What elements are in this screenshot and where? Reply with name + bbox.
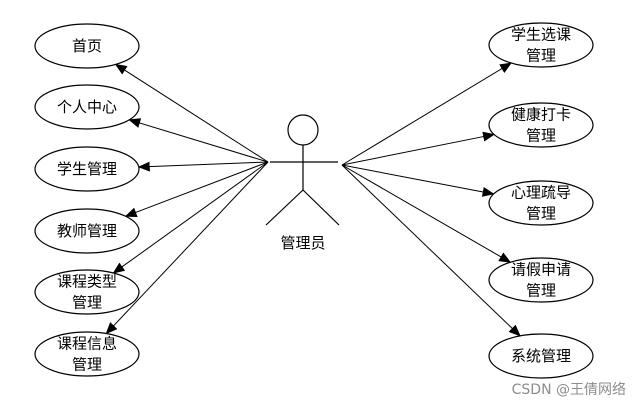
use-case-ellipse xyxy=(34,269,140,315)
association-arrow-health-checkin-mgmt xyxy=(341,131,496,166)
association-arrow-counseling-mgmt xyxy=(341,164,495,197)
use-case-home: 首页 xyxy=(34,23,140,69)
association-arrow-leave-request-mgmt xyxy=(341,164,512,263)
actor-head xyxy=(287,114,319,146)
use-case-ellipse xyxy=(488,180,594,226)
use-case-system-mgmt: 系统管理 xyxy=(488,333,594,379)
use-case-ellipse xyxy=(34,23,140,69)
use-case-ellipse xyxy=(34,331,140,377)
use-case-label: 课程信息 xyxy=(57,335,117,353)
use-case-label: 管理 xyxy=(526,282,556,300)
use-case-label: 系统管理 xyxy=(511,347,571,365)
use-case-label: 学生管理 xyxy=(57,160,117,178)
use-case-ellipse xyxy=(488,22,594,68)
use-case-ellipse xyxy=(488,333,594,379)
association-arrow-student-mgmt xyxy=(137,161,269,172)
use-case-ellipse xyxy=(34,146,140,192)
use-case-teacher-mgmt: 教师管理 xyxy=(34,208,140,254)
use-case-label: 心理疏导 xyxy=(511,184,571,202)
actor-left-leg xyxy=(265,189,304,226)
use-case-label: 课程类型 xyxy=(57,273,117,291)
use-case-ellipse xyxy=(34,208,140,254)
association-arrow-system-mgmt xyxy=(341,164,521,337)
use-case-label: 管理 xyxy=(526,127,556,145)
use-case-label: 教师管理 xyxy=(57,222,117,240)
association-arrow-course-selection-mgmt xyxy=(341,62,512,166)
actor-administrator: 管理员 xyxy=(265,114,340,252)
use-case-label: 个人中心 xyxy=(57,98,117,116)
use-case-personal-center: 个人中心 xyxy=(34,84,140,130)
actor-label: 管理员 xyxy=(280,234,325,252)
association-lines xyxy=(105,62,521,337)
use-case-label: 管理 xyxy=(526,47,556,65)
association-arrow-course-type-mgmt xyxy=(112,161,269,274)
association-arrow-personal-center xyxy=(128,118,269,163)
use-case-label: 管理 xyxy=(72,356,102,374)
use-case-label: 学生选课 xyxy=(511,26,571,44)
use-cases: 首页个人中心学生管理教师管理课程类型管理课程信息管理学生选课管理健康打卡管理心理… xyxy=(34,22,594,379)
watermark: CSDN @王倩网络 xyxy=(511,382,626,398)
use-case-label: 管理 xyxy=(72,294,102,312)
association-arrow-teacher-mgmt xyxy=(124,161,269,218)
use-case-ellipse xyxy=(34,84,140,130)
use-case-ellipse xyxy=(488,257,594,303)
use-case-label: 请假申请 xyxy=(511,261,571,279)
use-case-label: 管理 xyxy=(526,205,556,223)
actor-right-leg xyxy=(302,189,340,226)
use-case-student-mgmt: 学生管理 xyxy=(34,146,140,192)
association-arrow-course-info-mgmt xyxy=(105,161,269,335)
use-case-label: 首页 xyxy=(72,37,102,55)
use-case-label: 健康打卡 xyxy=(511,106,571,124)
use-case-ellipse xyxy=(488,102,594,148)
association-arrow-home xyxy=(114,63,269,163)
